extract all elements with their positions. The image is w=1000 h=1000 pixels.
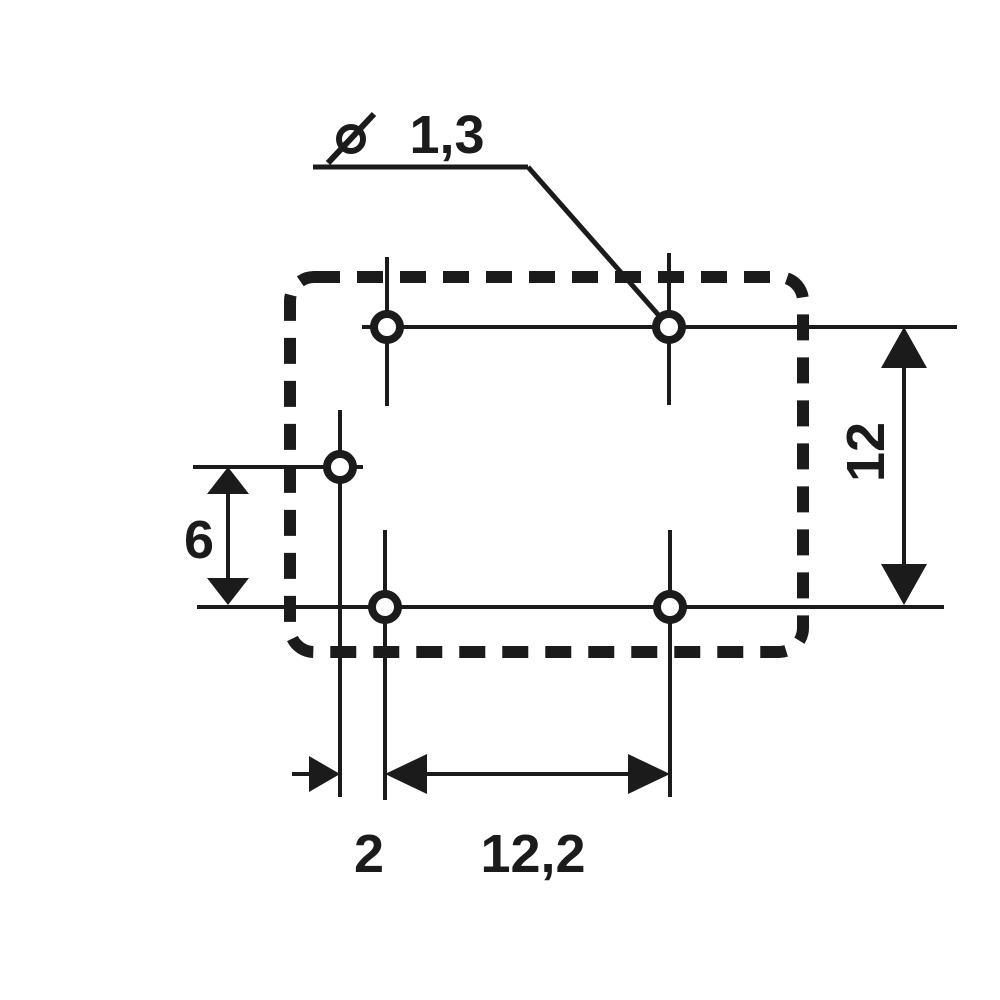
arrowhead-up-icon — [881, 327, 927, 368]
arrowhead-right-icon — [628, 754, 670, 794]
hole-middle-left — [323, 450, 357, 484]
dim-label-right: 12 — [836, 422, 896, 482]
pin-holes — [323, 310, 687, 624]
dim-label-bottom-large: 12,2 — [480, 824, 585, 884]
diameter-symbol-icon — [325, 111, 377, 166]
diameter-annotation: 1,3 — [325, 105, 485, 166]
dimension-left: 6 — [184, 467, 249, 605]
component-outline-dashed — [284, 271, 809, 658]
hole-bottom-right — [653, 590, 687, 624]
center-lines — [193, 253, 957, 800]
dim-label-bottom-small: 2 — [354, 824, 384, 884]
hole-top-right — [652, 310, 686, 344]
arrowhead-down-icon — [207, 578, 249, 605]
hole-bottom-left — [368, 590, 402, 624]
arrowhead-right-icon — [309, 756, 340, 792]
leader-diagonal-line — [526, 165, 664, 321]
diameter-leader — [313, 164, 664, 321]
hole-top-left — [370, 310, 404, 344]
arrowhead-left-icon — [385, 754, 427, 794]
dim-label-left: 6 — [184, 510, 214, 570]
dimension-right: 12 — [836, 327, 927, 605]
dimension-bottom: 2 12,2 — [292, 754, 670, 884]
diameter-value-label: 1,3 — [409, 105, 484, 165]
arrowhead-down-icon — [881, 564, 927, 605]
arrowhead-up-icon — [207, 467, 249, 494]
